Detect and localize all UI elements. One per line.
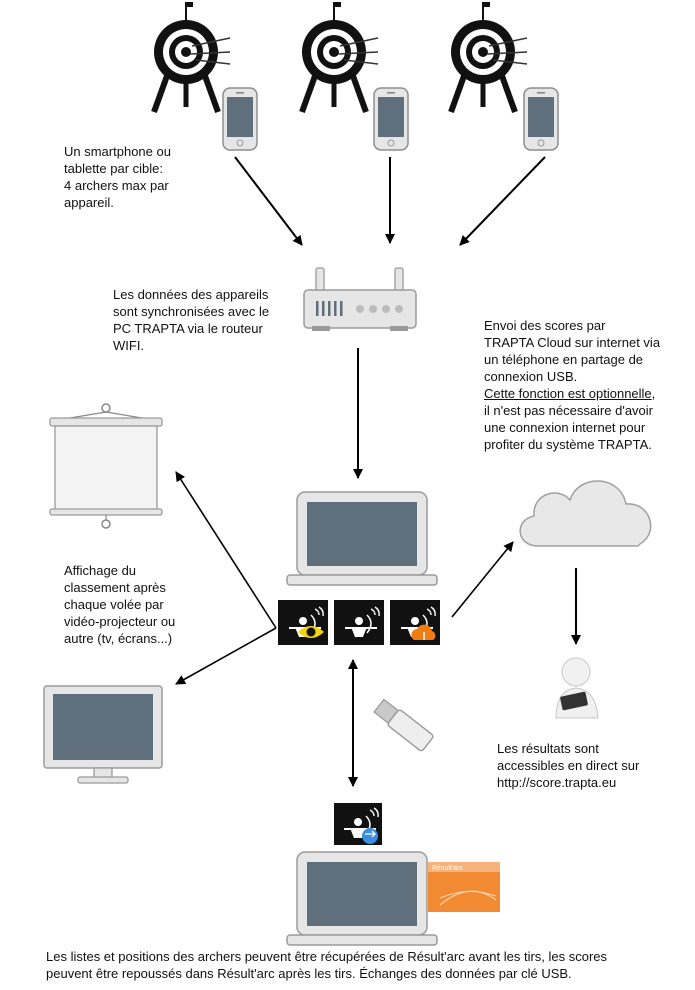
monitor-icon	[43, 685, 163, 784]
trapta-app-icon	[334, 600, 384, 645]
trapta-cloud-icon	[390, 600, 440, 645]
trapta-view-icon	[278, 600, 328, 645]
projector-screen-icon	[49, 403, 163, 529]
laptop-icon	[286, 851, 438, 946]
wifi-router-icon	[303, 267, 417, 331]
caption-results: Les résultats sont accessibles en direct…	[497, 741, 640, 790]
archery-target-icon	[302, 2, 378, 112]
caption-per-target: Un smartphone ou tablette par cible: 4 a…	[64, 144, 171, 210]
caption-cloud-text-2: , il n'est pas nécessaire d'avoir une co…	[484, 386, 656, 452]
caption-bottom: Les listes et positions des archers peuv…	[46, 949, 608, 981]
archery-target-icon	[451, 2, 527, 112]
usb-key-icon	[373, 698, 434, 752]
caption-cloud-text: Envoi des scores par TRAPTA Cloud sur in…	[484, 318, 661, 384]
caption-display: Affichage du classement après chaque vol…	[64, 563, 176, 646]
smartphone-icon	[523, 87, 559, 151]
resultarc-thumb-label: Résult'arc	[432, 865, 463, 872]
user-tablet-icon	[555, 657, 599, 719]
archery-target-icon	[154, 2, 230, 112]
caption-router-sync: Les données des appareils sont synchroni…	[113, 287, 270, 353]
laptop-icon	[286, 491, 438, 586]
smartphone-icon	[222, 87, 258, 151]
resultarc-thumbnail: Résult'arc	[428, 862, 500, 912]
trapta-sync-icon	[334, 803, 382, 845]
caption-cloud: Envoi des scores par TRAPTA Cloud sur in…	[484, 317, 689, 453]
caption-cloud-optional: Cette fonction est optionnelle	[484, 386, 652, 401]
smartphone-icon	[373, 87, 409, 151]
cloud-icon	[519, 480, 652, 547]
